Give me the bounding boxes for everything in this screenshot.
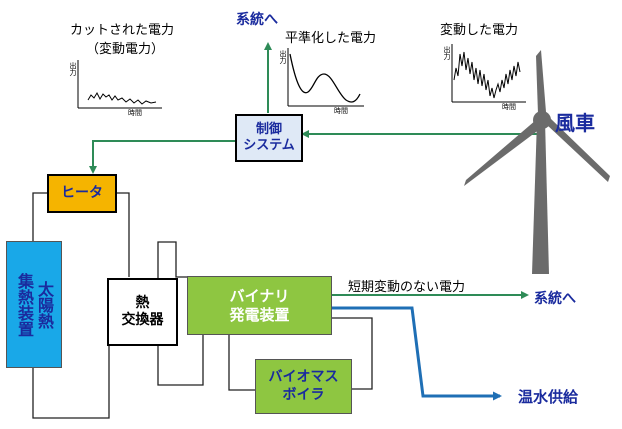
cut-power-sublabel: （変動電力） [86, 42, 165, 57]
line-solar-bottom [32, 346, 110, 419]
mini-chart-ylabel: 出力 [443, 46, 451, 60]
line-heater-right [117, 192, 130, 277]
line-binary-to-hotwater [332, 306, 502, 401]
hot-water-supply-label: 温水供給 [518, 388, 579, 406]
mini-chart-xlabel: 時間 [502, 103, 516, 111]
mini-chart-xlabel: 時間 [334, 107, 348, 115]
mini-chart-smoothed-power: 出力 時間 [276, 44, 368, 116]
mini-chart-xlabel: 時間 [128, 109, 142, 117]
biomass-boiler-box: バイオマス ボイラ [255, 359, 352, 414]
line-binary-biomass-right [332, 317, 373, 390]
cut-power-curve [87, 91, 157, 105]
solar-collector-label-2: 集熱装置 [15, 272, 34, 337]
solar-collector-box: 太陽熱 集熱装置 [6, 241, 62, 368]
binary-generator-box: バイナリ 発電装置 [187, 276, 332, 335]
wind-turbine-icon [464, 50, 610, 274]
heat-exchanger-label-1: 熱 [135, 294, 150, 311]
cut-power-label: カットされた電力 [70, 23, 175, 38]
heater-label: ヒータ [61, 184, 103, 201]
wind-turbine-label: 風車 [555, 111, 595, 135]
mini-chart-ylabel: 出力 [69, 62, 77, 76]
control-system-label-2: システム [243, 138, 295, 153]
heater-box: ヒータ [47, 174, 117, 213]
solar-collector-label-1: 太陽熱 [35, 280, 54, 329]
heat-exchanger-box: 熱 交換器 [107, 278, 178, 346]
no-fluctuation-power-label: 短期変動のない電力 [348, 280, 466, 295]
line-control-to-heater [89, 140, 235, 174]
grid-right-label: 系統へ [534, 291, 576, 307]
smoothed-power-label: 平準化した電力 [285, 31, 377, 46]
biomass-boiler-label-2: ボイラ [282, 386, 325, 403]
heat-exchanger-label-2: 交換器 [121, 312, 164, 328]
binary-generator-label-1: バイナリ [229, 286, 290, 305]
fluctuating-power-curve [453, 51, 521, 99]
mini-chart-ylabel: 出力 [279, 50, 287, 64]
line-binary-biomass-left [228, 335, 255, 391]
smoothed-power-curve [289, 53, 361, 103]
control-system-box: 制御 システム [235, 114, 303, 162]
fluctuating-power-label: 変動した電力 [440, 23, 519, 38]
line-heater-left [32, 192, 47, 241]
mini-chart-fluctuating-power: 出力 時間 [440, 40, 530, 112]
control-system-label-1: 制御 [255, 121, 282, 137]
binary-generator-label-2: 発電装置 [229, 305, 290, 324]
mini-chart-cut-power: 出力 時間 [66, 58, 166, 117]
biomass-boiler-label-1: バイオマス [268, 369, 339, 385]
grid-top-label: 系統へ [236, 12, 278, 28]
